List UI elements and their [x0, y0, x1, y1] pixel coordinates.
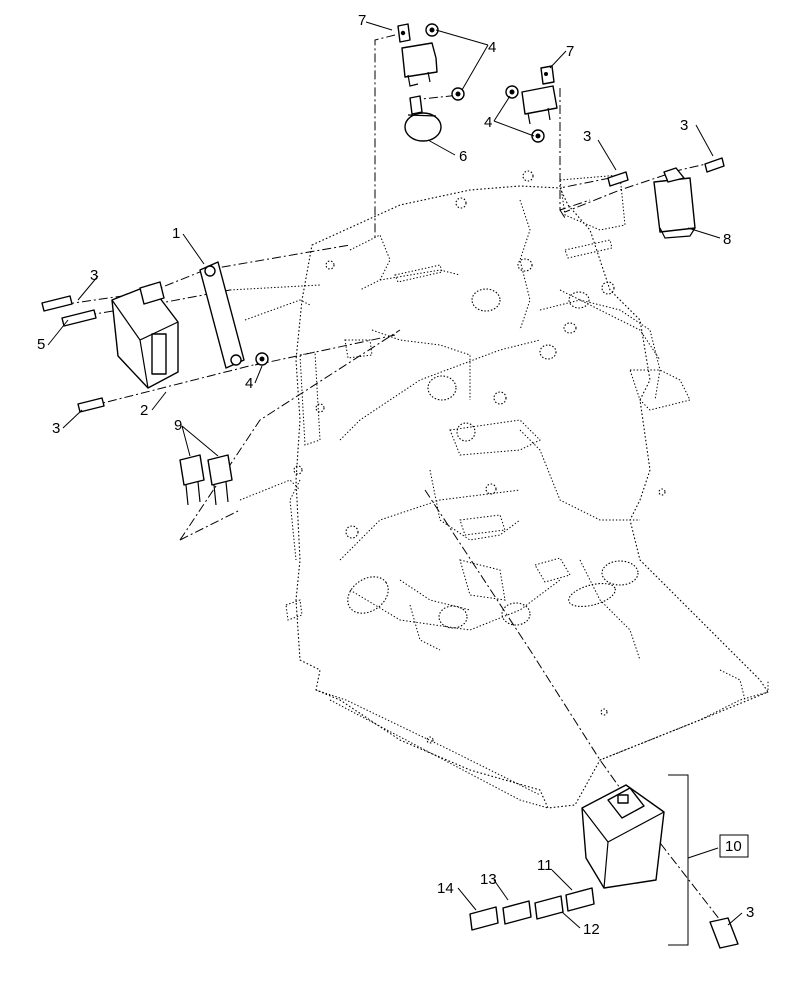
callout-7b: 7	[566, 43, 574, 60]
control-module	[111, 281, 179, 389]
bolt-bottom	[709, 917, 739, 949]
nut-top-2	[451, 87, 465, 101]
clamp-cylinder	[404, 95, 442, 142]
callout-10-box	[719, 834, 749, 858]
callout-4c: 4	[245, 375, 253, 392]
fuse-12	[534, 895, 564, 920]
bolt-left-3	[77, 397, 105, 413]
bracket-plate	[199, 261, 245, 369]
callout-10: 10	[725, 838, 742, 855]
callout-6: 6	[459, 148, 467, 165]
callout-4b: 4	[484, 114, 492, 131]
callout-14: 14	[437, 880, 454, 897]
switch-2	[207, 454, 233, 506]
callout-8: 8	[723, 231, 731, 248]
callout-3a: 3	[583, 128, 591, 145]
leader-lines	[47, 21, 743, 946]
callout-3c: 3	[90, 267, 98, 284]
nut-right-2	[531, 129, 545, 143]
callout-1: 1	[172, 225, 180, 242]
relay-top-left	[397, 23, 438, 87]
fuse-box	[581, 784, 665, 889]
callout-3b: 3	[680, 117, 688, 134]
switch-1	[179, 454, 205, 506]
bolt-upper-2	[704, 157, 725, 173]
nut-right-1	[505, 85, 519, 99]
callout-4a: 4	[488, 39, 496, 56]
bolt-left-2	[61, 309, 97, 327]
bolt-upper-1	[607, 171, 629, 187]
callout-13: 13	[480, 871, 497, 888]
callout-12: 12	[583, 921, 600, 938]
nut-top-1	[425, 23, 439, 37]
fuse-13	[502, 900, 532, 925]
callout-2: 2	[140, 402, 148, 419]
bolt-left-1	[41, 295, 73, 312]
callout-9: 9	[174, 417, 182, 434]
callout-5: 5	[37, 336, 45, 353]
fuse-14	[469, 906, 499, 931]
relay-top-right	[521, 65, 558, 125]
callout-3e: 3	[746, 904, 754, 921]
callout-7a: 7	[358, 12, 366, 29]
callout-11: 11	[537, 857, 553, 874]
flasher-module	[653, 167, 696, 239]
main-frame	[229, 170, 769, 809]
callout-3d: 3	[52, 420, 60, 437]
fuse-11	[565, 887, 595, 912]
nut-left	[255, 352, 269, 366]
